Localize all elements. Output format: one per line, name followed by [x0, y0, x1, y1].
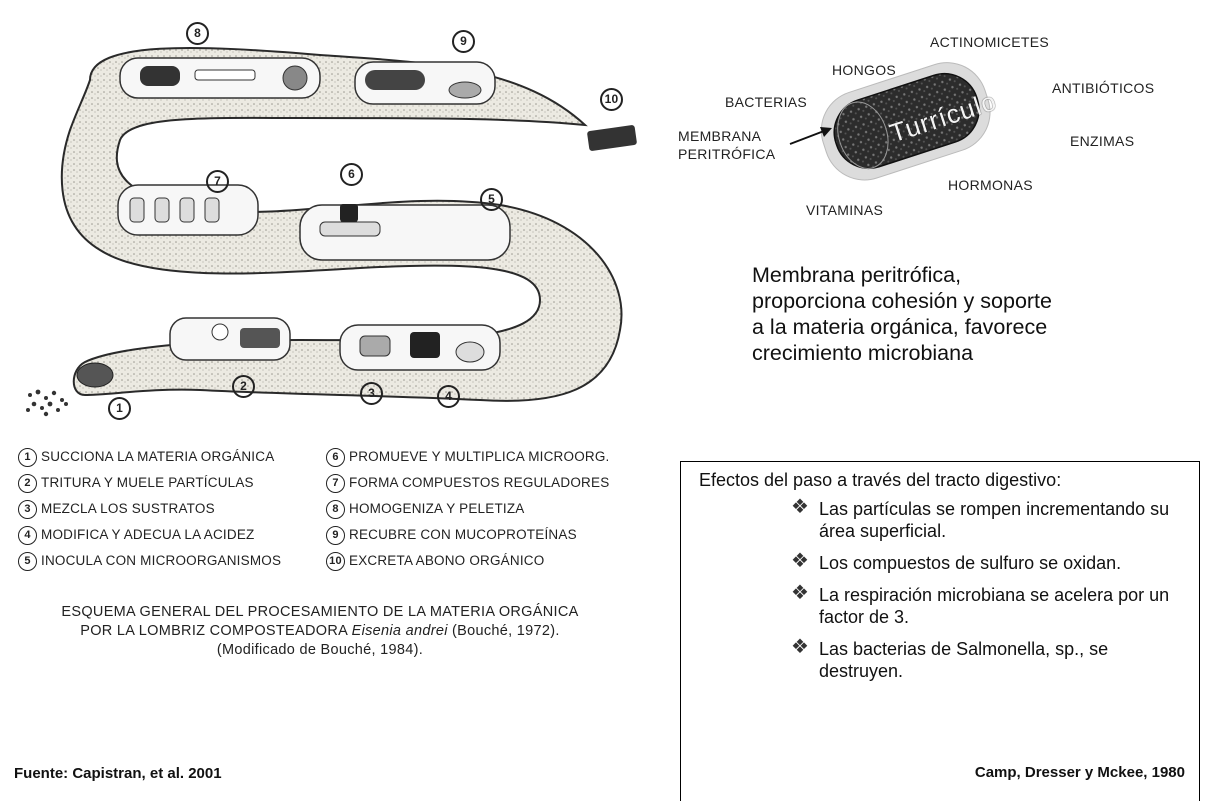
label-antibioticos: ANTIBIÓTICOS	[1052, 80, 1154, 96]
source-right: Camp, Dresser y Mckee, 1980	[975, 764, 1185, 781]
label-membrana-1: MEMBRANA	[678, 128, 761, 144]
scheme-caption: ESQUEMA GENERAL DEL PROCESAMIENTO DE LA …	[20, 603, 620, 660]
worm-head	[77, 363, 113, 387]
membrane-description: Membrana peritrófica, proporciona cohesi…	[752, 262, 1052, 366]
effect-item: ❖La respiración microbiana se acelera po…	[791, 584, 1191, 628]
effect-item: ❖Las partículas se rompen incrementando …	[791, 498, 1191, 542]
organic-matter	[26, 390, 68, 417]
diamond-bullet-icon: ❖	[791, 496, 809, 518]
marker-4: 4	[437, 385, 460, 408]
marker-9: 9	[452, 30, 475, 53]
marker-1: 1	[108, 397, 131, 420]
label-membrana-2: PERITRÓFICA	[678, 146, 775, 162]
effect-item: ❖Los compuestos de sulfuro se oxidan.	[791, 552, 1191, 574]
diamond-bullet-icon: ❖	[791, 582, 809, 604]
arrow-icon	[788, 124, 834, 148]
marker-6: 6	[340, 163, 363, 186]
marker-2: 2	[232, 375, 255, 398]
marker-8: 8	[186, 22, 209, 45]
label-hormonas: HORMONAS	[948, 177, 1033, 193]
diamond-bullet-icon: ❖	[791, 550, 809, 572]
diamond-bullet-icon: ❖	[791, 636, 809, 658]
effect-item: ❖Las bacterias de Salmonella, sp., se de…	[791, 638, 1191, 682]
effects-list: ❖Las partículas se rompen incrementando …	[791, 498, 1191, 692]
marker-7: 7	[206, 170, 229, 193]
label-bacterias: BACTERIAS	[725, 94, 807, 110]
worm-diagram	[0, 0, 700, 450]
label-vitaminas: VITAMINAS	[806, 202, 883, 218]
source-left: Fuente: Capistran, et al. 2001	[14, 765, 222, 782]
effects-box: Efectos del paso a través del tracto dig…	[680, 461, 1200, 801]
label-enzimas: ENZIMAS	[1070, 133, 1134, 149]
label-hongos: HONGOS	[832, 62, 896, 78]
cast-pellet	[587, 125, 637, 151]
marker-10: 10	[600, 88, 623, 111]
marker-5: 5	[480, 188, 503, 211]
effects-title: Efectos del paso a través del tracto dig…	[699, 470, 1061, 491]
label-actinomicetes: ACTINOMICETES	[930, 34, 1049, 50]
marker-3: 3	[360, 382, 383, 405]
